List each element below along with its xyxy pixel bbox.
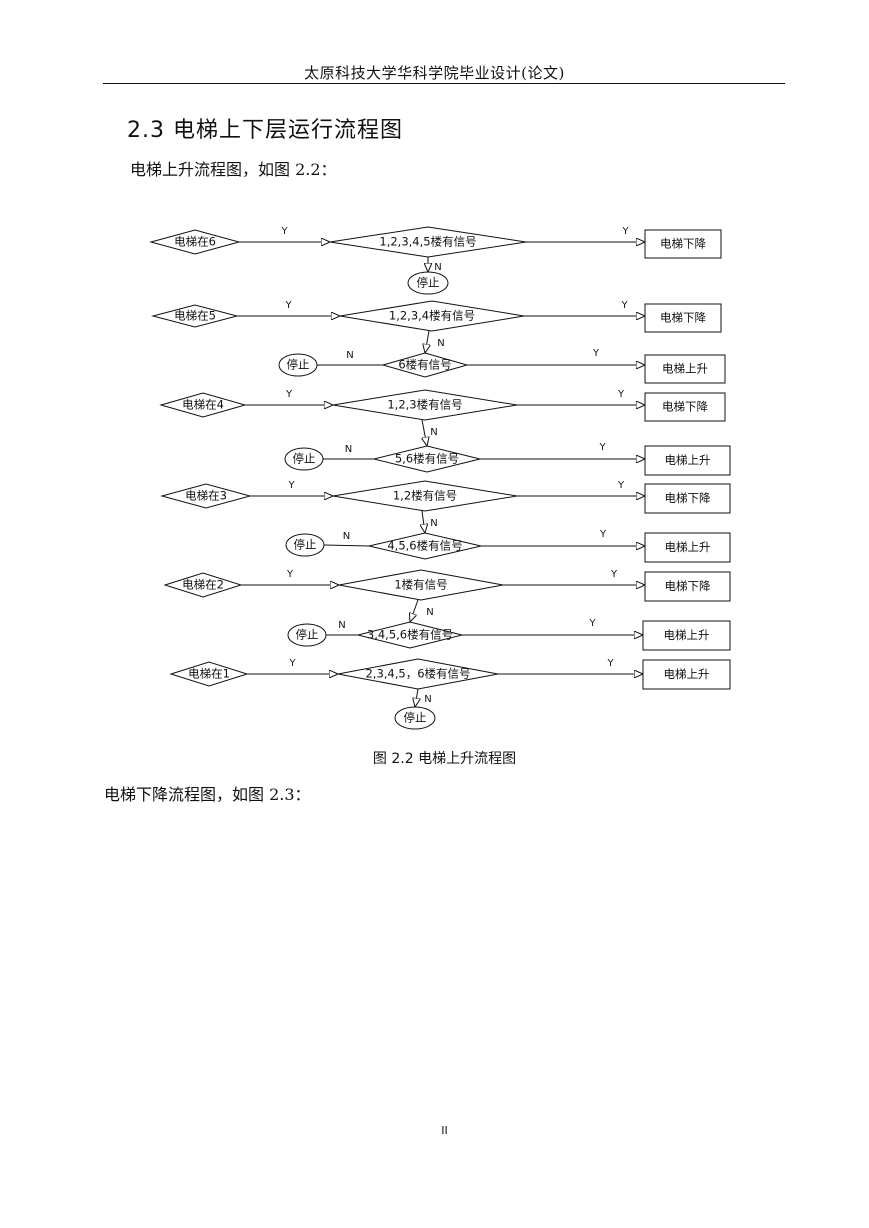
action-label: 电梯下降	[665, 491, 711, 505]
floor-label: 电梯在3	[185, 489, 227, 503]
action-label: 电梯下降	[660, 237, 706, 251]
signal-label: 4,5,6楼有信号	[387, 539, 462, 553]
no-label: N	[338, 620, 345, 631]
action-label: 电梯上升	[664, 667, 710, 681]
action-box	[642, 620, 731, 651]
stop-terminal	[394, 706, 436, 730]
outro-paragraph: 电梯下降流程图，如图 2.3：	[104, 785, 311, 804]
intro-paragraph: 电梯上升流程图，如图 2.2：	[130, 160, 337, 179]
action-box	[644, 392, 726, 422]
yes-label: Y	[280, 226, 288, 237]
floor-label: 电梯在4	[182, 398, 224, 412]
yes-label: Y	[286, 569, 294, 580]
yes-label: Y	[621, 226, 629, 237]
no-label: N	[434, 262, 441, 273]
floor-label: 电梯在1	[188, 667, 230, 681]
yes-label: Y	[288, 658, 296, 669]
action-label: 电梯上升	[664, 628, 710, 642]
action-label: 电梯上升	[662, 362, 708, 376]
floor-label: 电梯在5	[174, 309, 216, 323]
yes-label: Y	[617, 480, 625, 491]
yes-label: Y	[284, 300, 292, 311]
stop-label: 停止	[287, 358, 310, 372]
yes-label: Y	[599, 529, 607, 540]
no-label: N	[426, 607, 433, 618]
floor-label: 电梯在6	[174, 235, 216, 249]
action-box	[644, 532, 731, 563]
floor-label: 电梯在2	[182, 578, 224, 592]
no-connector	[422, 419, 427, 446]
yes-label: Y	[598, 442, 606, 453]
signal-label: 1,2,3楼有信号	[387, 398, 462, 412]
section-title: 2.3 电梯上下层运行流程图	[127, 118, 403, 143]
header-rule	[103, 83, 785, 84]
action-box	[642, 659, 731, 690]
figure-caption: 图 2.2 电梯上升流程图	[372, 751, 517, 767]
no-connector	[422, 510, 425, 533]
action-box	[644, 229, 722, 259]
action-box	[644, 303, 722, 333]
action-label: 电梯下降	[662, 400, 708, 414]
no-label: N	[430, 427, 437, 438]
no-connector	[415, 688, 418, 707]
no-label: N	[437, 338, 444, 349]
stop-label: 停止	[404, 711, 427, 725]
no-label: N	[343, 531, 350, 542]
signal-label: 1,2,3,4,5楼有信号	[379, 235, 476, 249]
yes-label: Y	[592, 348, 600, 359]
no-label: N	[346, 350, 353, 361]
action-label: 电梯下降	[660, 311, 706, 325]
yes-label: Y	[606, 658, 614, 669]
yes-label: Y	[588, 618, 596, 629]
action-box	[644, 571, 731, 602]
action-box	[644, 354, 726, 384]
action-box	[644, 445, 731, 476]
signal-label: 5,6楼有信号	[395, 452, 459, 466]
elevator-up-flowchart: 电梯在6Y1,2,3,4,5楼有信号Y电梯下降N停止电梯在5Y1,2,3,4楼有…	[149, 226, 731, 730]
no-label: N	[430, 518, 437, 529]
action-label: 电梯上升	[665, 453, 711, 467]
signal-label: 1,2楼有信号	[393, 489, 457, 503]
no-connector	[323, 544, 370, 547]
no-connector	[410, 599, 419, 622]
yes-label: Y	[620, 300, 628, 311]
stop-label: 停止	[293, 452, 316, 466]
signal-label: 6楼有信号	[398, 358, 451, 372]
stop-label: 停止	[296, 628, 319, 642]
stop-label: 停止	[417, 276, 440, 290]
signal-label: 2,3,4,5，6楼有信号	[365, 667, 470, 681]
page-header: 太原科技大学华科学院毕业设计(论文)	[304, 64, 565, 82]
yes-label: Y	[610, 569, 618, 580]
page-number: II	[441, 1124, 448, 1137]
no-label: N	[424, 694, 431, 705]
signal-label: 1楼有信号	[394, 578, 447, 592]
action-box	[644, 483, 731, 514]
yes-label: Y	[287, 480, 295, 491]
yes-label: Y	[617, 389, 625, 400]
action-label: 电梯下降	[665, 579, 711, 593]
stop-label: 停止	[294, 538, 317, 552]
stop-terminal	[407, 271, 449, 295]
no-label: N	[345, 444, 352, 455]
action-label: 电梯上升	[665, 540, 711, 554]
no-connector	[425, 330, 429, 353]
signal-label: 3,4,5,6楼有信号	[367, 628, 453, 642]
yes-label: Y	[285, 389, 293, 400]
signal-label: 1,2,3,4楼有信号	[389, 309, 475, 323]
